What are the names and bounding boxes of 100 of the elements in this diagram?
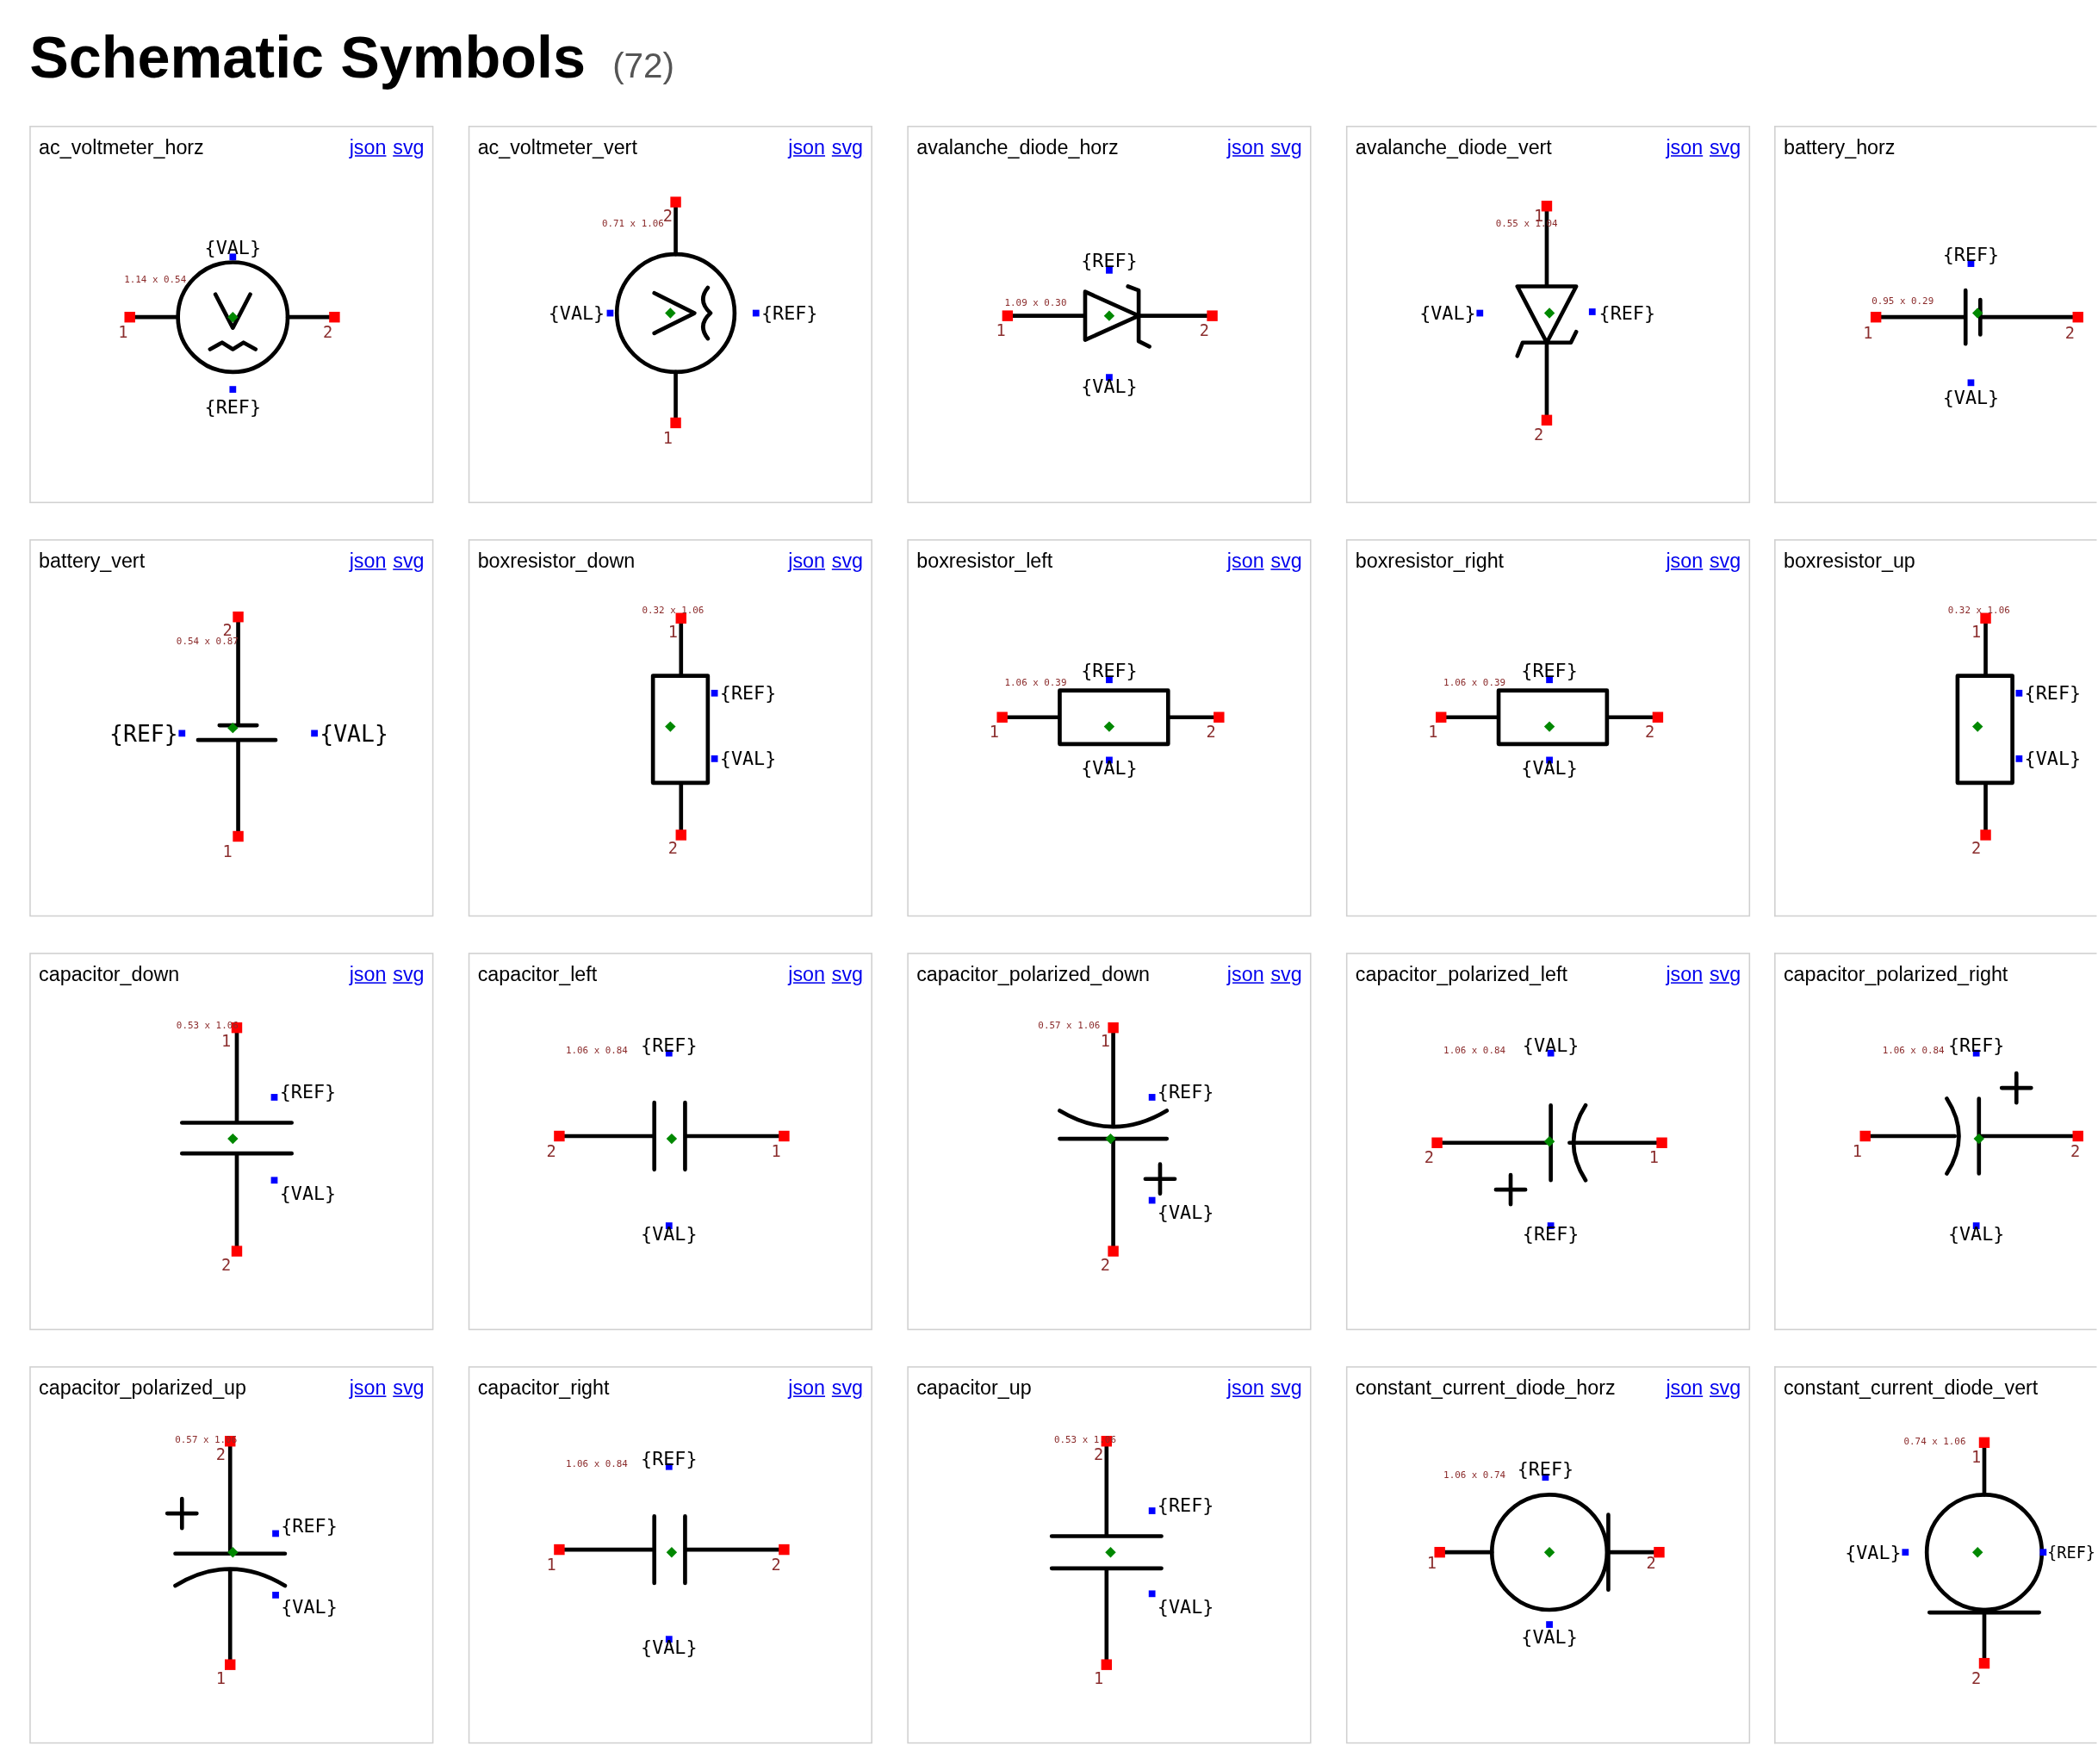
download-link: svg [393,549,425,572]
symbol-card [1345,539,1751,917]
pin-number: 2 [2064,324,2076,343]
pin-number: 2 [667,839,679,858]
reference-label: {REF} [279,1081,337,1103]
symbol-name: boxresistor_up [1783,549,1915,572]
download-link: svg [1270,549,1302,572]
download-link: svg [1270,1376,1302,1399]
symbol-name: capacitor_polarized_up [39,1376,247,1399]
pin-number: 1 [215,1668,226,1687]
download-link: json [349,549,387,572]
symbol-name: avalanche_diode_horz [916,134,1119,158]
symbol-card [29,1366,434,1744]
pin-number: 1 [1100,1032,1110,1051]
reference-label: {REF} [1517,1458,1574,1481]
dimension-label: 0.32 x 1.06 [1947,604,2010,616]
dimension-label: 0.71 x 1.06 [601,217,664,229]
download-link: svg [1709,134,1741,158]
symbol-card [29,539,434,917]
download-link: svg [393,134,425,158]
pin-number: 1 [989,723,999,742]
value-label: {VAL} [1081,757,1138,780]
value-label: {VAL} [1521,757,1578,780]
symbol-name: avalanche_diode_vert [1355,134,1552,158]
symbol-name: capacitor_polarized_right [1783,962,2008,985]
symbol-card [1774,539,2097,917]
download-link: json [1666,549,1704,572]
symbol-card [907,539,1312,917]
download-link: json [1226,134,1264,158]
download-link: svg [1709,1376,1741,1399]
dimension-label: 1.06 x 0.74 [1443,1469,1506,1481]
reference-label: {REF} [1598,302,1656,325]
pin-number: 1 [546,1555,556,1574]
pin-number: 2 [1100,1255,1110,1274]
reference-label: {REF} [109,719,178,747]
symbol-card [1774,126,2097,504]
pin-number: 1 [118,322,128,341]
reference-label: {REF} [204,395,262,418]
reference-label: {REF} [1942,243,2000,265]
download-link: svg [831,1376,864,1399]
dimension-label: 1.09 x 0.30 [1004,296,1067,308]
pin-number: 1 [1863,324,1873,343]
symbol-name: ac_voltmeter_vert [477,134,637,158]
value-label: {VAL} [1522,1034,1580,1056]
symbol-name: constant_current_diode_horz [1355,1376,1616,1399]
symbol-card [1345,1366,1751,1744]
download-link: svg [1709,962,1741,985]
symbol-name: capacitor_down [39,962,180,985]
reference-label: {REF} [2047,1543,2096,1562]
download-link: json [349,1376,387,1399]
pin-number: 2 [1646,1554,1656,1573]
pin-number: 2 [220,1255,232,1274]
symbol-card [1345,126,1751,504]
symbol-card [1345,953,1751,1331]
pin-number: 2 [1199,321,1209,340]
symbol-card [907,953,1312,1331]
value-label: {VAL} [204,236,262,258]
pin-number: 1 [220,1032,232,1051]
download-link: svg [393,1376,425,1399]
page-title: Schematic Symbols [29,23,587,91]
symbol-card [29,126,434,504]
pin-number: 1 [667,622,679,641]
symbol-name: capacitor_right [477,1376,610,1399]
symbol-name: battery_vert [39,549,146,572]
reference-label: {REF} [641,1034,698,1056]
pin-number: 1 [1852,1141,1862,1160]
symbol-name: capacitor_up [916,1376,1032,1399]
symbol-name: capacitor_polarized_down [916,962,1150,985]
pin-number: 2 [1971,839,1982,858]
dimension-label: 0.95 x 0.29 [1871,295,1934,307]
value-label: {VAL} [1845,1541,1902,1563]
pin-number: 1 [1428,723,1438,742]
reference-label: {REF} [1157,1494,1214,1517]
pin-number: 2 [1093,1445,1104,1464]
reference-label: {REF} [281,1514,338,1537]
value-label: {VAL} [1157,1202,1214,1224]
pin-number: 1 [1426,1554,1437,1573]
download-link: json [1226,962,1264,985]
pin-number: 1 [771,1141,781,1160]
value-label: {VAL} [279,1183,337,1205]
reference-label: {REF} [1522,1222,1580,1245]
symbol-card [29,953,434,1331]
dimension-label: 0.74 x 1.06 [1903,1435,1966,1447]
reference-label: {REF} [1947,1034,2005,1056]
symbol-name: constant_current_diode_vert [1783,1376,2039,1399]
pin-number: 1 [662,428,673,447]
pin-number: 2 [2070,1141,2081,1160]
pin-number: 2 [1534,425,1544,444]
value-label: {VAL} [1521,1625,1578,1648]
value-label: {VAL} [1419,302,1476,325]
symbol-card [1774,953,2097,1331]
symbol-count: (72) [612,45,674,87]
dimension-label: 1.06 x 0.84 [1882,1045,1945,1057]
value-label: {VAL} [320,719,388,747]
download-link: svg [831,549,864,572]
download-link: json [349,962,387,985]
dimension-label: 1.06 x 0.84 [565,1045,628,1057]
dimension-label: 1.06 x 0.84 [1443,1045,1506,1057]
symbol-card [1774,1366,2097,1744]
download-link: svg [1270,134,1302,158]
